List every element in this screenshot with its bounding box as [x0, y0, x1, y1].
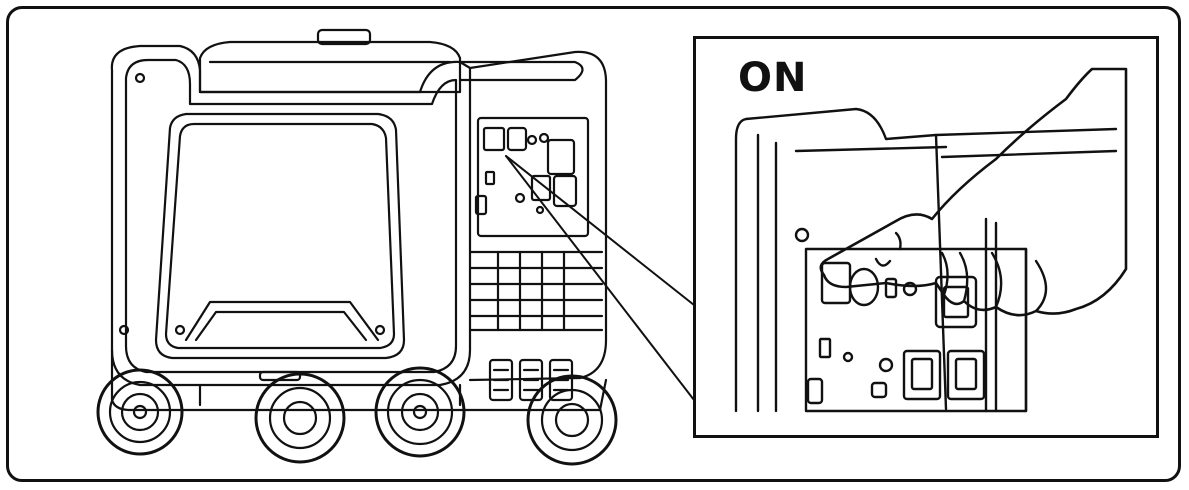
callout-lines: [505, 155, 695, 401]
top-handle: [198, 28, 584, 94]
wheel-rear-right: [526, 374, 618, 466]
wheel-rear-left: [254, 372, 346, 464]
wheel-front-left: [96, 368, 184, 456]
zoom-inset: ON: [693, 36, 1159, 438]
front-frame: [110, 44, 472, 387]
on-label: ON: [738, 55, 808, 101]
control-panel: [468, 50, 608, 402]
inset-illustration: [734, 67, 1128, 413]
wheel-front-right: [374, 366, 466, 458]
